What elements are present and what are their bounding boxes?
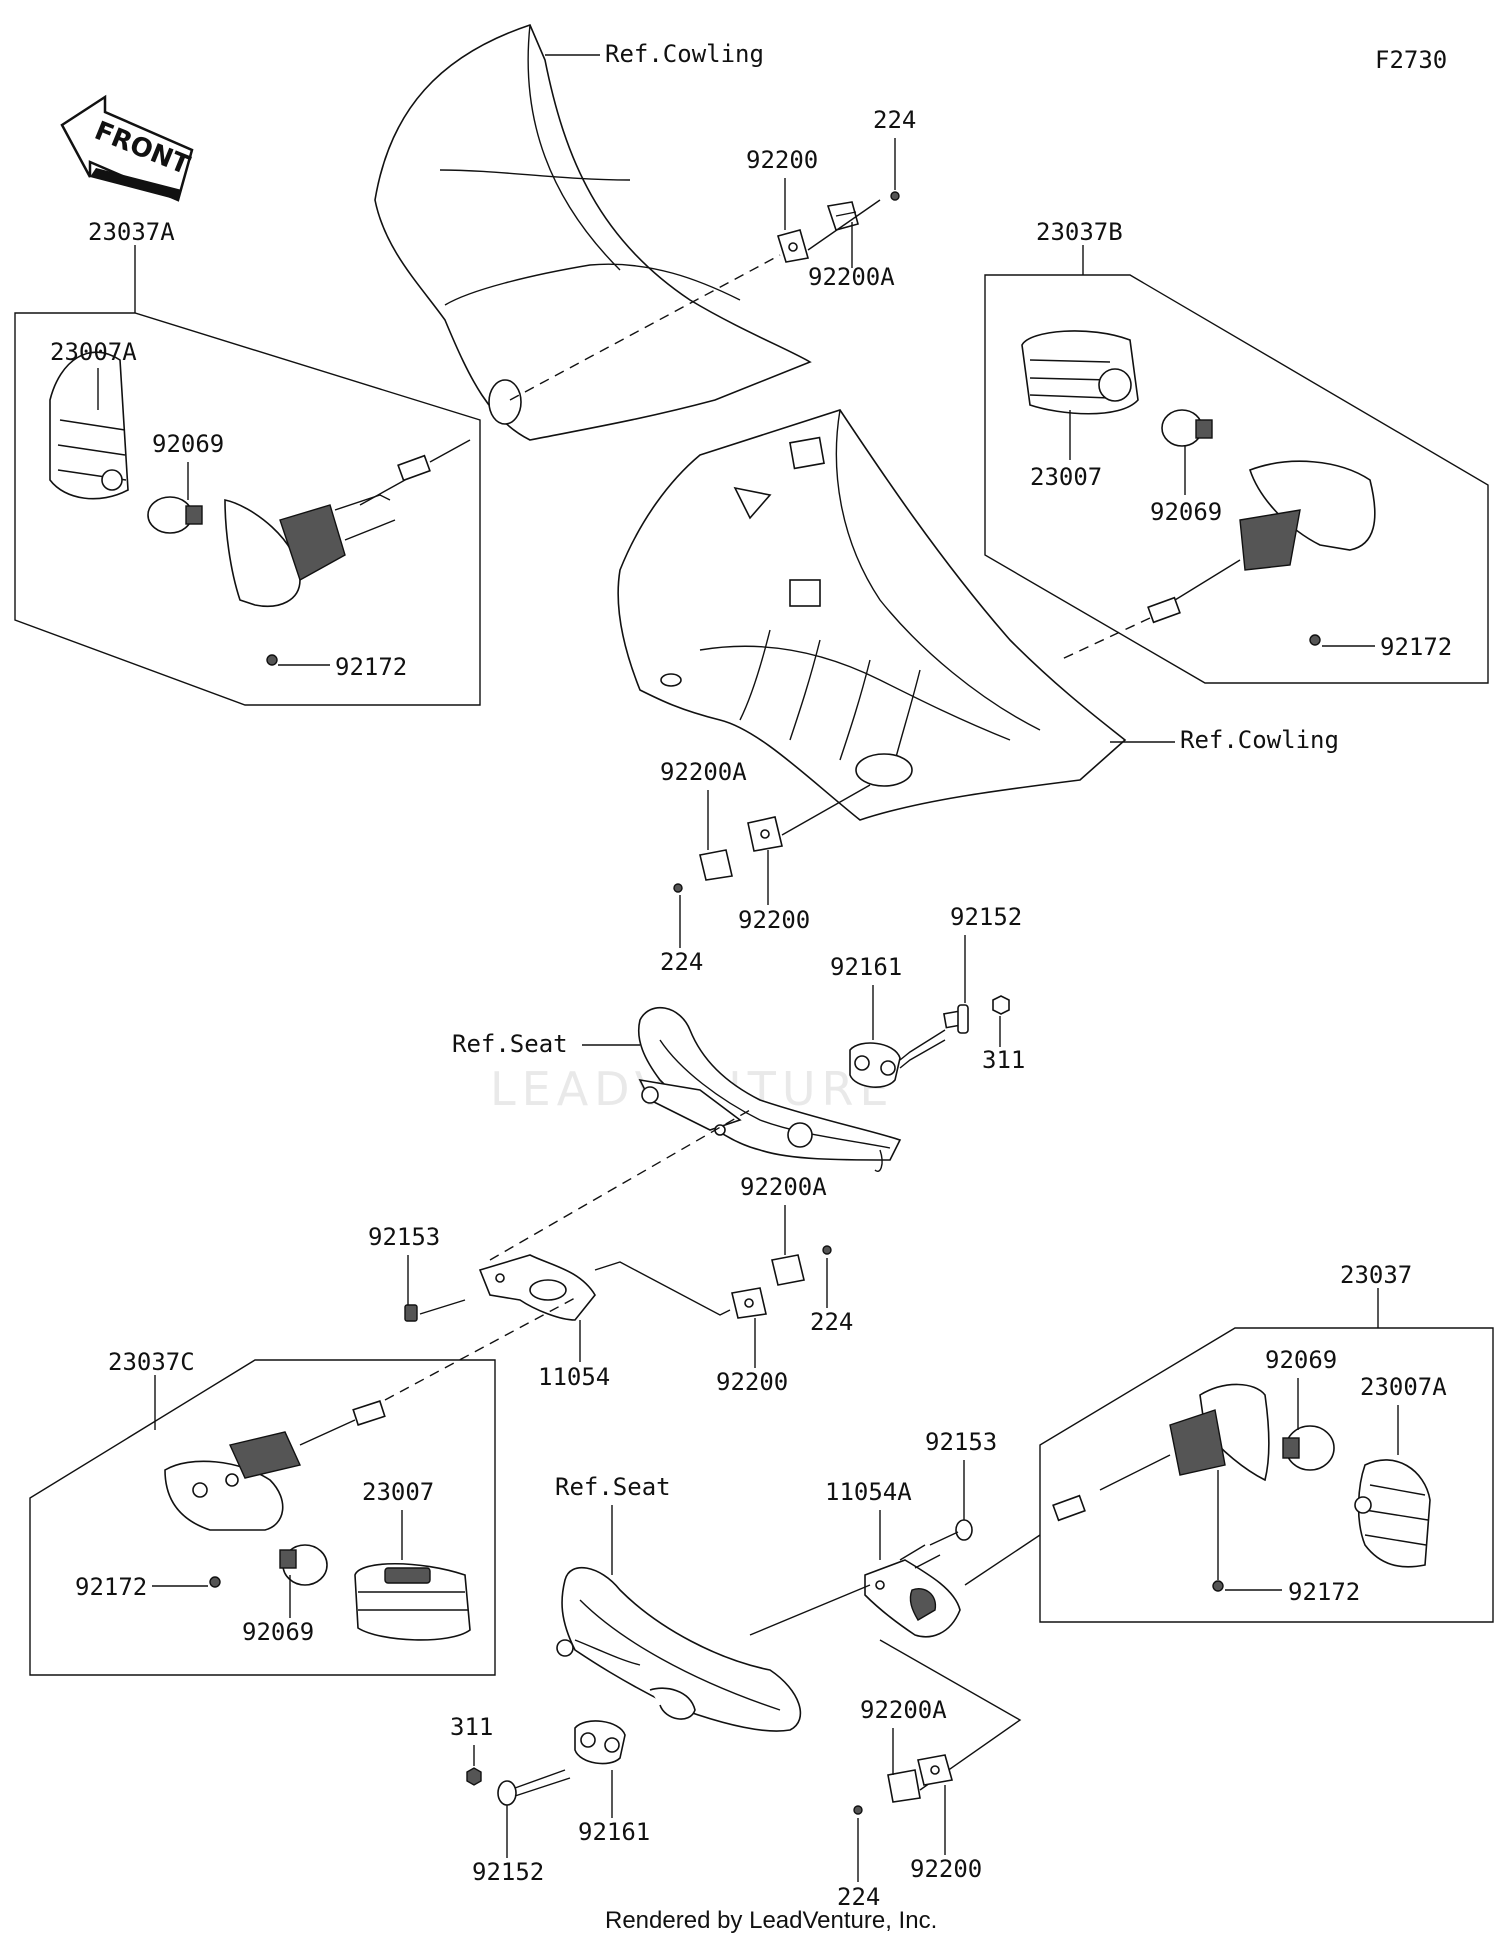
spacer-92161-upper <box>849 1042 901 1088</box>
label-23007a-upper: 23007A <box>50 338 137 366</box>
bracket-92200a-low-left <box>771 1254 805 1286</box>
label-92152-upper: 92152 <box>950 903 1022 931</box>
label-92200a-mid: 92200A <box>660 758 747 786</box>
signal-housing-23037 <box>1052 1383 1270 1522</box>
bracket-11054 <box>478 1254 596 1321</box>
label-23037b: 23037B <box>1036 218 1123 246</box>
label-92161-lower: 92161 <box>578 1818 650 1846</box>
label-92153-left: 92153 <box>368 1223 440 1251</box>
bolt-92153-left <box>404 1299 466 1322</box>
bracket-92200a-mid <box>699 849 733 881</box>
screw-224-mid <box>673 883 683 893</box>
bulb-92069-right <box>1161 409 1213 447</box>
bracket-92200-low-right <box>917 1754 954 1786</box>
lens-23007-lower <box>354 1562 471 1641</box>
signal-housing-23037c <box>164 1400 386 1531</box>
label-23037: 23037 <box>1340 1261 1412 1289</box>
label-ref-seat-lower: Ref.Seat <box>555 1473 671 1501</box>
screw-92172-lower-right <box>1212 1580 1224 1592</box>
label-ref-cowling-mid: Ref.Cowling <box>1180 726 1339 754</box>
bulb-92069-lower-left <box>279 1544 328 1586</box>
label-23007a-lower: 23007A <box>1360 1373 1447 1401</box>
bracket-92200-top <box>776 229 810 263</box>
front-arrow-icon: FRONT <box>60 94 194 202</box>
label-92069-lower-left: 92069 <box>242 1618 314 1646</box>
lower-cowling <box>617 409 1127 821</box>
label-92152-lower: 92152 <box>472 1858 544 1886</box>
label-92200a-low-right: 92200A <box>860 1696 947 1724</box>
label-92069-upper: 92069 <box>152 430 224 458</box>
label-92200a-low-left: 92200A <box>740 1173 827 1201</box>
label-311-upper: 311 <box>982 1046 1025 1074</box>
label-92172-upper-left: 92172 <box>335 653 407 681</box>
label-92200-top: 92200 <box>746 146 818 174</box>
bulb-92069-lower-right <box>1282 1425 1335 1471</box>
bracket-92200-low-left <box>731 1287 767 1319</box>
nut-311-lower <box>466 1767 482 1786</box>
label-311-lower: 311 <box>450 1713 493 1741</box>
assembly-box-23037b <box>984 245 1489 684</box>
screw-224-top <box>890 191 900 201</box>
bolt-92152-lower <box>497 1769 571 1806</box>
bracket-92200a-top <box>826 201 859 231</box>
label-ref-cowling-top: Ref.Cowling <box>605 40 764 68</box>
assembly-box-23037a <box>14 245 481 706</box>
assembly-box-23037c <box>29 1359 496 1676</box>
label-224-top: 224 <box>873 106 916 134</box>
label-92069-right: 92069 <box>1150 498 1222 526</box>
assembly-box-23037 <box>1039 1288 1494 1623</box>
label-92200-mid: 92200 <box>738 906 810 934</box>
bolt-92152-upper <box>943 1004 969 1034</box>
label-92200-low-right: 92200 <box>910 1855 982 1883</box>
bracket-92200a-low-right <box>887 1769 921 1803</box>
signal-housing-23037b <box>1147 460 1376 624</box>
label-11054a: 11054A <box>825 1478 912 1506</box>
footer-credit: Rendered by LeadVenture, Inc. <box>605 1907 937 1934</box>
screw-224-low-right <box>853 1805 863 1815</box>
bracket-11054a <box>864 1559 961 1638</box>
screw-92172-upper-left <box>266 654 278 666</box>
screw-92172-upper-right <box>1309 634 1321 646</box>
label-11054: 11054 <box>538 1363 610 1391</box>
label-23037a: 23037A <box>88 218 175 246</box>
screw-92172-lower-left <box>209 1576 221 1588</box>
label-92200-low-left: 92200 <box>716 1368 788 1396</box>
label-224-low-left: 224 <box>810 1308 853 1336</box>
label-92172-lower-right: 92172 <box>1288 1578 1360 1606</box>
label-23037c: 23037C <box>108 1348 195 1376</box>
screw-224-low-left <box>822 1245 832 1255</box>
signal-housing-23037a <box>224 454 431 607</box>
bracket-92200-mid <box>747 816 783 852</box>
bolt-92153-right <box>929 1519 973 1546</box>
label-92161-upper: 92161 <box>830 953 902 981</box>
label-92069-lower-right: 92069 <box>1265 1346 1337 1374</box>
seat-grab-rail-lower <box>556 1566 802 1732</box>
label-23007-lower: 23007 <box>362 1478 434 1506</box>
label-92172-upper-right: 92172 <box>1380 633 1452 661</box>
label-ref-seat-upper: Ref.Seat <box>452 1030 568 1058</box>
nut-311-upper <box>992 995 1010 1015</box>
label-23007-upper: 23007 <box>1030 463 1102 491</box>
diagram-id: F2730 <box>1375 46 1447 74</box>
upper-cowling <box>374 24 812 441</box>
label-224-mid: 224 <box>660 948 703 976</box>
label-92153-right: 92153 <box>925 1428 997 1456</box>
lens-23007a-lower <box>1354 1459 1431 1568</box>
label-92172-lower-left: 92172 <box>75 1573 147 1601</box>
bulb-92069-upper <box>147 496 203 534</box>
seat-grab-rail-upper <box>637 1006 902 1172</box>
label-224-low-right: 224 <box>837 1883 880 1911</box>
spacer-92161-lower <box>574 1720 626 1765</box>
lens-23007a-upper <box>49 351 129 500</box>
lens-23007-upper <box>1021 330 1139 415</box>
